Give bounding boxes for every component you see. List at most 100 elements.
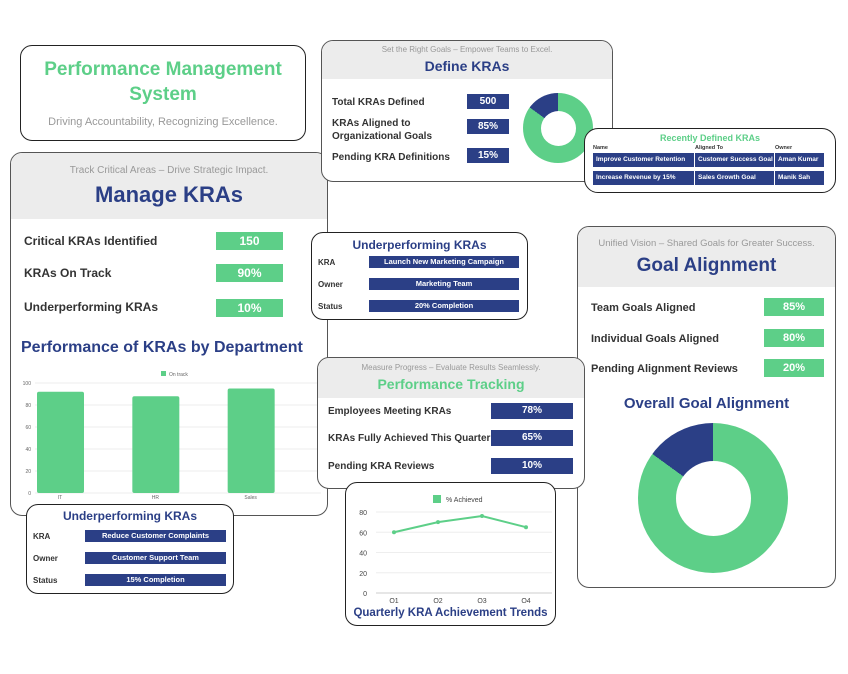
y-tick: 80 bbox=[25, 403, 31, 409]
under1-label: Owner bbox=[318, 280, 343, 289]
app-subtitle: Driving Accountability, Recognizing Exce… bbox=[48, 116, 278, 128]
app-title: Performance Management System bbox=[44, 59, 282, 105]
y-tick: 20 bbox=[359, 571, 367, 578]
y-tick: 60 bbox=[359, 530, 367, 537]
donut-hole bbox=[540, 110, 576, 146]
data-point bbox=[392, 530, 396, 535]
under2-value: 15% Completion bbox=[85, 574, 226, 586]
bar-IT bbox=[37, 391, 84, 493]
recent-header: Owner bbox=[775, 145, 793, 151]
recent-cell: Improve Customer Retention bbox=[593, 153, 694, 167]
y-tick: 40 bbox=[25, 447, 31, 453]
under2-value: Reduce Customer Complaints bbox=[85, 530, 226, 542]
goal-row-value: 80% bbox=[764, 329, 824, 347]
under1-title: Underperforming KRAs bbox=[352, 238, 487, 252]
define-row-value: 85% bbox=[467, 119, 509, 134]
manage-row-value: 150 bbox=[216, 232, 283, 250]
under1-value: Launch New Marketing Campaign bbox=[369, 256, 519, 268]
y-tick: 0 bbox=[28, 491, 31, 497]
quarterly-chart-title: Quarterly KRA Achievement Trends bbox=[353, 607, 548, 619]
under1-value: Marketing Team bbox=[369, 278, 519, 290]
manage-tagline: Track Critical Areas – Drive Strategic I… bbox=[69, 165, 269, 176]
donut-hole bbox=[675, 460, 751, 536]
goal-tagline: Unified Vision – Shared Goals for Greate… bbox=[598, 238, 815, 249]
goal-title: Goal Alignment bbox=[636, 255, 777, 276]
goal-alignment-card: Unified Vision – Shared Goals for Greate… bbox=[577, 226, 836, 588]
define-title: Define KRAs bbox=[424, 58, 510, 74]
data-point bbox=[524, 525, 528, 530]
under2-label: Status bbox=[33, 576, 58, 585]
manage-row-label: Critical KRAs Identified bbox=[24, 234, 158, 248]
tracking-tagline: Measure Progress – Evaluate Results Seam… bbox=[361, 363, 541, 372]
y-tick: 20 bbox=[25, 469, 31, 475]
recent-row: Increase Revenue by 15%Sales Growth Goal… bbox=[593, 171, 829, 185]
goal-row-label: Pending Alignment Reviews bbox=[591, 363, 738, 375]
recent-cell: Customer Success Goal bbox=[695, 153, 774, 167]
under1-label: Status bbox=[318, 302, 343, 311]
define-kras-card: Set the Right Goals – Empower Teams to E… bbox=[321, 40, 613, 182]
under1-value: 20% Completion bbox=[369, 300, 519, 312]
legend-label: On track bbox=[169, 372, 188, 378]
define-row-value: 500 bbox=[467, 94, 509, 109]
goal-row-value: 85% bbox=[764, 298, 824, 316]
y-tick: 40 bbox=[359, 551, 367, 558]
tracking-title: Performance Tracking bbox=[377, 376, 525, 392]
underperforming-card-2: Underperforming KRAs KRA Reduce Customer … bbox=[26, 504, 234, 594]
legend-swatch bbox=[161, 371, 166, 376]
manage-row-value: 10% bbox=[216, 299, 283, 317]
goal-row-value: 20% bbox=[764, 359, 824, 377]
tracking-row-value: 10% bbox=[491, 458, 573, 474]
y-tick: 80 bbox=[359, 510, 367, 517]
bar-Sales bbox=[227, 388, 275, 493]
underperforming-card-1: Underperforming KRAs KRA Launch New Marke… bbox=[311, 232, 528, 320]
tracking-row-label: KRAs Fully Achieved This Quarter bbox=[328, 433, 491, 444]
under2-label: KRA bbox=[33, 532, 51, 541]
line-series bbox=[393, 515, 527, 534]
recent-cell: Increase Revenue by 15% bbox=[593, 171, 694, 185]
tracking-row-value: 65% bbox=[491, 430, 573, 446]
manage-kras-card: Track Critical Areas – Drive Strategic I… bbox=[10, 152, 328, 516]
data-point bbox=[480, 514, 484, 519]
dept-chart-title: Performance of KRAs by Department bbox=[21, 339, 303, 356]
tracking-row-label: Pending KRA Reviews bbox=[328, 461, 435, 472]
title-card: Performance Management System Driving Ac… bbox=[20, 45, 306, 141]
manage-row-label: KRAs On Track bbox=[24, 266, 112, 280]
x-tick: Q2 bbox=[433, 598, 442, 603]
manage-title: Manage KRAs bbox=[95, 182, 243, 207]
y-tick: 100 bbox=[23, 381, 32, 387]
manage-row-value: 90% bbox=[216, 264, 283, 282]
manage-row-label: Underperforming KRAs bbox=[24, 300, 159, 314]
x-tick: HR bbox=[152, 495, 160, 499]
under2-label: Owner bbox=[33, 554, 58, 563]
x-tick: Sales bbox=[244, 495, 257, 499]
x-tick: Q1 bbox=[389, 598, 398, 603]
recent-kras-card: Recently Defined KRAs Name Aligned To Owne… bbox=[584, 128, 836, 193]
goal-chart-title: Overall Goal Alignment bbox=[623, 395, 790, 412]
goal-donut-chart bbox=[638, 423, 788, 573]
under2-title: Underperforming KRAs bbox=[62, 509, 197, 523]
recent-cell: Aman Kumar bbox=[775, 153, 824, 167]
performance-tracking-card: Measure Progress – Evaluate Results Seam… bbox=[317, 357, 585, 489]
under2-value: Customer Support Team bbox=[85, 552, 226, 564]
define-donut-chart bbox=[523, 93, 593, 163]
x-tick: Q3 bbox=[477, 598, 486, 603]
x-tick: Q4 bbox=[521, 598, 530, 603]
x-tick: IT bbox=[58, 495, 62, 499]
y-tick: 60 bbox=[25, 425, 31, 431]
tracking-row-value: 78% bbox=[491, 403, 573, 419]
recent-header: Aligned To bbox=[695, 145, 724, 151]
under1-label: KRA bbox=[318, 258, 336, 267]
define-row-value: 15% bbox=[467, 148, 509, 163]
goal-row-label: Individual Goals Aligned bbox=[591, 333, 719, 345]
recent-cell: Sales Growth Goal bbox=[695, 171, 774, 185]
define-row-label: Total KRAs Defined bbox=[332, 97, 425, 108]
recent-header: Name bbox=[593, 145, 608, 151]
tracking-row-label: Employees Meeting KRAs bbox=[328, 406, 452, 417]
define-row-label: Pending KRA Definitions bbox=[332, 152, 450, 163]
recent-title: Recently Defined KRAs bbox=[659, 133, 761, 143]
